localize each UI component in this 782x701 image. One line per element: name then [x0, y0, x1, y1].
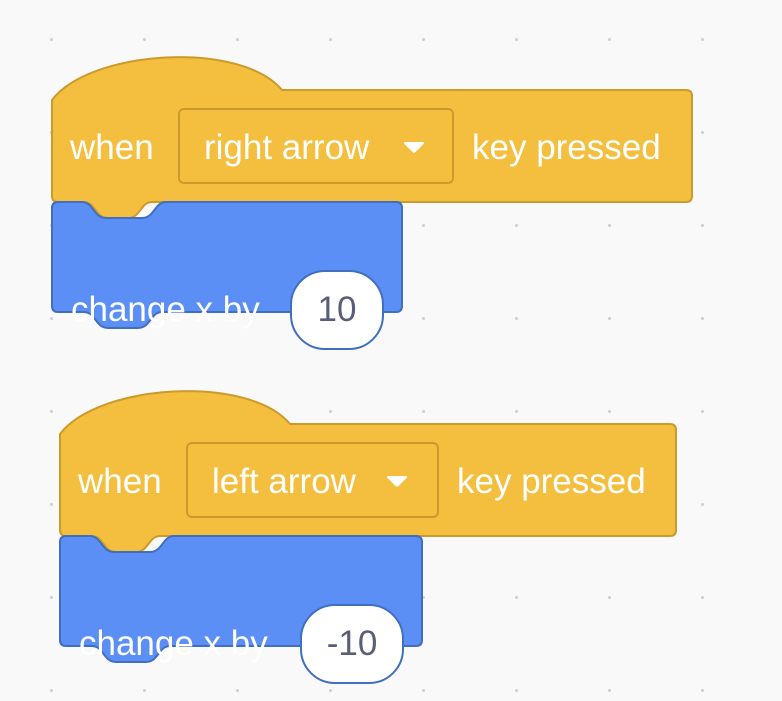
change-x-by-block[interactable]: change x by -10 — [58, 534, 428, 684]
hat-suffix-label: key pressed — [472, 128, 661, 167]
dropdown-triangle-icon — [386, 476, 408, 487]
motion-label: change x by — [71, 290, 260, 329]
key-select-value: left arrow — [212, 462, 356, 501]
x-change-input[interactable]: 10 — [290, 270, 384, 350]
change-x-by-block[interactable]: change x by 10 — [50, 200, 410, 350]
hat-prefix-label: when — [70, 128, 154, 167]
x-change-input[interactable]: -10 — [300, 604, 404, 684]
dropdown-triangle-icon — [403, 142, 425, 153]
hat-prefix-label: when — [78, 462, 162, 501]
motion-label: change x by — [79, 624, 268, 663]
hat-suffix-label: key pressed — [457, 462, 646, 501]
script-left-arrow: when left arrow key pressed change x by … — [58, 384, 698, 684]
key-select-dropdown[interactable]: right arrow — [178, 108, 454, 184]
when-key-pressed-block[interactable]: when left arrow key pressed — [58, 384, 680, 554]
script-right-arrow: when right arrow key pressed change x by… — [50, 50, 694, 350]
when-key-pressed-block[interactable]: when right arrow key pressed — [50, 50, 694, 220]
key-select-dropdown[interactable]: left arrow — [186, 442, 439, 518]
key-select-value: right arrow — [204, 128, 370, 167]
